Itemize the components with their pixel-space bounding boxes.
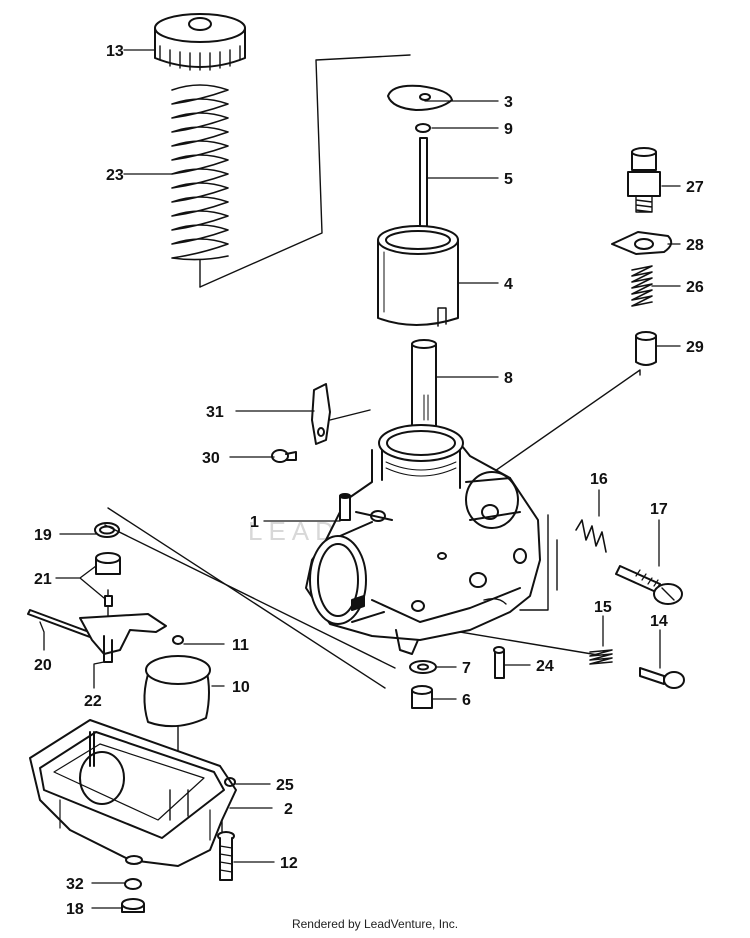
part-7-washer bbox=[409, 660, 437, 674]
callout-13: 13 bbox=[106, 43, 124, 60]
part-23-spring bbox=[171, 84, 229, 261]
callout-15: 15 bbox=[594, 599, 612, 616]
callout-30: 30 bbox=[202, 450, 220, 467]
part-10-float bbox=[143, 655, 211, 728]
part-22-float-arm bbox=[79, 613, 167, 663]
part-8-guide-tube bbox=[411, 339, 437, 431]
part-24-pilot-jet bbox=[493, 646, 505, 679]
part-32-washer bbox=[124, 878, 142, 890]
part-31-bracket bbox=[311, 383, 331, 445]
part-15-spring bbox=[589, 649, 613, 665]
part-12-screw bbox=[217, 831, 235, 881]
part-6-main-jet bbox=[411, 685, 433, 709]
callout-26: 26 bbox=[686, 279, 704, 296]
callout-25: 25 bbox=[276, 777, 294, 794]
callout-17: 17 bbox=[650, 501, 668, 518]
part-28-washer bbox=[611, 231, 673, 255]
part-25-washer bbox=[224, 777, 236, 787]
callout-18: 18 bbox=[66, 901, 84, 918]
callout-23: 23 bbox=[106, 167, 124, 184]
part-2-float-bowl bbox=[29, 719, 237, 867]
callout-4: 4 bbox=[504, 276, 513, 293]
callout-19: 19 bbox=[34, 527, 52, 544]
callout-9: 9 bbox=[504, 121, 513, 138]
callout-20: 20 bbox=[34, 657, 52, 674]
callout-8: 8 bbox=[504, 370, 513, 387]
callout-21: 21 bbox=[34, 571, 52, 588]
part-17-screw bbox=[615, 565, 683, 605]
part-4-throttle-slide bbox=[377, 225, 459, 327]
part-21-needle-valve bbox=[95, 552, 121, 607]
callout-7: 7 bbox=[462, 660, 471, 677]
callout-6: 6 bbox=[462, 692, 471, 709]
callout-14: 14 bbox=[650, 613, 668, 630]
callout-16: 16 bbox=[590, 471, 608, 488]
callout-2: 2 bbox=[284, 801, 293, 818]
callout-28: 28 bbox=[686, 237, 704, 254]
callout-5: 5 bbox=[504, 171, 513, 188]
part-13-cap bbox=[154, 13, 246, 71]
callout-12: 12 bbox=[280, 855, 298, 872]
callout-22: 22 bbox=[84, 693, 102, 710]
part-3-plate bbox=[387, 84, 453, 111]
part-16-spring bbox=[575, 519, 607, 553]
callout-11: 11 bbox=[232, 637, 249, 654]
part-29-plunger bbox=[635, 331, 657, 366]
callout-29: 29 bbox=[686, 339, 704, 356]
callout-3: 3 bbox=[504, 94, 513, 111]
part-11-collar bbox=[172, 635, 184, 645]
part-19-o-ring bbox=[94, 522, 120, 538]
callout-labels: 13 23 3 9 5 4 8 27 28 26 29 31 30 1 19 2… bbox=[34, 43, 704, 918]
callout-10: 10 bbox=[232, 679, 250, 696]
callout-24: 24 bbox=[536, 658, 554, 675]
callout-1: 1 bbox=[250, 514, 259, 531]
carburetor-body bbox=[305, 424, 541, 655]
callout-32: 32 bbox=[66, 876, 84, 893]
part-27-adjuster bbox=[627, 147, 661, 213]
leader-lines bbox=[39, 49, 681, 909]
part-26-spring bbox=[631, 265, 653, 307]
part-18-drain-plug bbox=[121, 898, 145, 913]
footer-credit: Rendered by LeadVenture, Inc. bbox=[291, 917, 459, 931]
part-14-screw bbox=[639, 667, 685, 689]
part-9-clip bbox=[415, 123, 431, 133]
part-5-needle bbox=[419, 137, 428, 239]
part-30-screw bbox=[271, 449, 297, 463]
callout-31: 31 bbox=[206, 404, 224, 421]
callout-27: 27 bbox=[686, 179, 704, 196]
